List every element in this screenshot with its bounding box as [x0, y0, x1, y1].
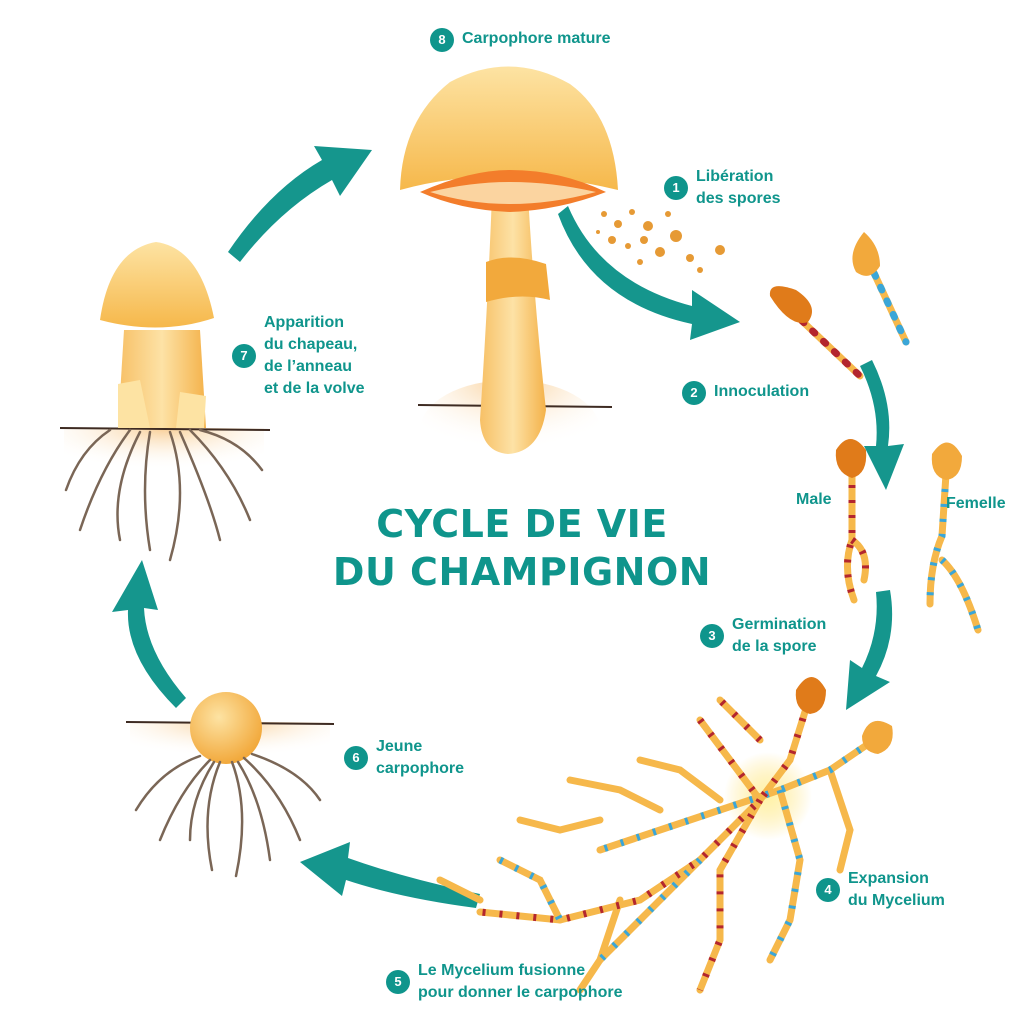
title-line-1: CYCLE DE VIE: [262, 500, 782, 548]
step-8: 8 Carpophore mature: [430, 28, 610, 52]
mycelium-network: [440, 677, 893, 990]
diagram-title: CYCLE DE VIE DU CHAMPIGNON: [262, 500, 782, 596]
step-number: 2: [682, 381, 706, 405]
inoculation-spores: [770, 232, 906, 376]
mushroom-stem: [480, 195, 546, 454]
male-label: Male: [796, 489, 832, 511]
title-line-2: DU CHAMPIGNON: [262, 548, 782, 596]
step-number: 8: [430, 28, 454, 52]
step-number: 6: [344, 746, 368, 770]
young-carpophore: [126, 692, 334, 876]
step-number: 5: [386, 970, 410, 994]
arrow-6-to-7: [112, 560, 186, 708]
mature-mushroom: [400, 66, 618, 480]
step-label: Innoculation: [714, 381, 809, 403]
step-2: 2 Innoculation: [682, 381, 809, 405]
mushroom-ring: [486, 257, 550, 302]
step-number: 3: [700, 624, 724, 648]
germinating-spores: [836, 439, 978, 630]
step-label: Carpophore mature: [462, 28, 610, 50]
released-spores: [596, 209, 725, 273]
step-number: 4: [816, 878, 840, 902]
arrow-3-to-4: [846, 590, 892, 710]
step-number: 7: [232, 344, 256, 368]
emerging-mushroom: [60, 242, 270, 560]
female-label: Femelle: [946, 493, 1006, 515]
arrow-2-to-3: [860, 360, 904, 490]
step-number: 1: [664, 176, 688, 200]
arrow-7-to-8: [228, 146, 372, 262]
arrow-5-to-6: [300, 842, 480, 908]
